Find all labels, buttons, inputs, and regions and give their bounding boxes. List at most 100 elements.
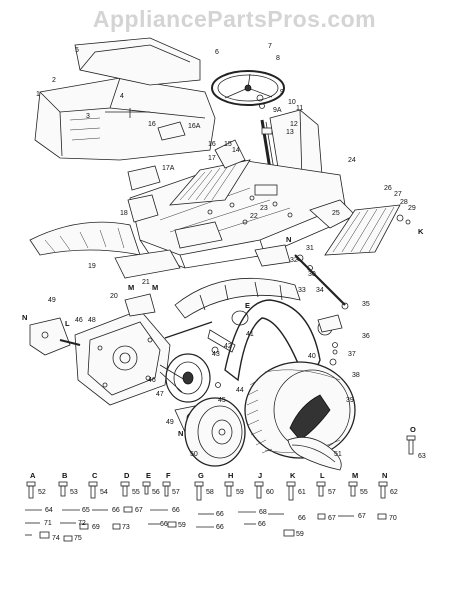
hw-letter-a: A <box>30 471 36 480</box>
hw-67: 67 <box>135 507 143 514</box>
hw-75: 75 <box>74 535 82 542</box>
hw-66: 66 <box>112 507 120 514</box>
hw-number-58: 58 <box>206 489 214 496</box>
hw-66-c: 66 <box>216 511 224 518</box>
label-9: 9 <box>280 89 284 96</box>
label-31: 31 <box>306 245 314 252</box>
hw-59-b: 59 <box>296 531 304 538</box>
label-16: 16 <box>148 121 156 128</box>
label-n: N <box>22 313 27 322</box>
label-l: L <box>65 319 70 328</box>
hw-66-g: 66 <box>258 521 266 528</box>
hw-number-57-b: 57 <box>328 489 336 496</box>
hw-64: 64 <box>45 507 53 514</box>
hw-66-e: 66 <box>216 524 224 531</box>
label-25: 25 <box>332 210 340 217</box>
label-12: 12 <box>290 121 298 128</box>
hw-71: 71 <box>44 520 52 527</box>
label-30: 30 <box>308 271 316 278</box>
seat-bracket <box>114 121 223 279</box>
hw-66-f: 66 <box>160 521 168 528</box>
hw-number-57: 57 <box>172 489 180 496</box>
label-m: M <box>128 283 134 292</box>
hw-number-63: 63 <box>418 453 426 460</box>
hw-letter-j: J <box>258 471 262 480</box>
label-k: K <box>418 227 424 236</box>
hw-74: 74 <box>52 535 60 542</box>
hw-number-60: 60 <box>266 489 274 496</box>
steering-rod <box>294 254 349 310</box>
label-23: 23 <box>260 205 268 212</box>
label-10: 10 <box>288 99 296 106</box>
label-38: 38 <box>352 372 360 379</box>
hw-68: 68 <box>259 509 267 516</box>
hw-letter-h: H <box>228 471 233 480</box>
label-19: 19 <box>88 263 96 270</box>
label-e: E <box>245 301 250 310</box>
hw-letter-g: G <box>198 471 204 480</box>
label-35: 35 <box>362 301 370 308</box>
hw-number-54: 54 <box>100 489 108 496</box>
label-39: 39 <box>346 397 354 404</box>
label-28: 28 <box>400 199 408 206</box>
label-21: 21 <box>142 279 150 286</box>
hw-67-b: 67 <box>328 515 336 522</box>
label-3: 3 <box>86 113 90 120</box>
label-40: 40 <box>308 353 316 360</box>
label-29: 29 <box>408 205 416 212</box>
label-5: 5 <box>75 47 79 54</box>
label-1: 1 <box>36 91 40 98</box>
label-36: 36 <box>362 333 370 340</box>
label-41: 41 <box>246 331 254 338</box>
label-n-b: N <box>286 235 291 244</box>
label-17: 17 <box>208 155 216 162</box>
label-48: 48 <box>88 317 96 324</box>
hw-letter-n: N <box>382 471 387 480</box>
label-37: 37 <box>348 351 356 358</box>
rear-fender <box>174 244 301 319</box>
label-9a: 9A <box>273 107 282 114</box>
hw-number-59: 59 <box>236 489 244 496</box>
hw-letter-b: B <box>62 471 68 480</box>
hw-letter-o: O <box>410 425 416 434</box>
label-2: 2 <box>52 77 56 84</box>
right-footrest <box>324 204 411 256</box>
label-47: 47 <box>156 391 164 398</box>
label-m-b: M <box>152 283 158 292</box>
label-18: 18 <box>120 210 128 217</box>
hw-67-c: 67 <box>358 513 366 520</box>
label-26: 26 <box>384 185 392 192</box>
hw-number-56: 56 <box>152 489 160 496</box>
label-46: 46 <box>148 377 156 384</box>
label-14: 14 <box>232 147 240 154</box>
label-7: 7 <box>268 43 272 50</box>
hw-66-d: 66 <box>298 515 306 522</box>
label-15: 15 <box>224 141 232 148</box>
label-42: 42 <box>224 343 232 350</box>
hw-65: 65 <box>82 507 90 514</box>
label-32: 32 <box>290 257 298 264</box>
watermark: AppliancePartsPros.com <box>92 6 377 32</box>
hw-69: 69 <box>92 524 100 531</box>
hw-letter-l: L <box>320 471 325 480</box>
label-24: 24 <box>348 157 356 164</box>
label-20: 20 <box>110 293 118 300</box>
hw-number-61: 61 <box>298 489 306 496</box>
hw-letter-k: K <box>290 471 296 480</box>
label-11: 11 <box>296 105 303 112</box>
label-45: 45 <box>218 397 226 404</box>
hw-75-part <box>63 535 73 542</box>
label-16-b: 16 <box>208 141 216 148</box>
hw-59: 59 <box>178 522 186 529</box>
label-51: 51 <box>334 451 342 458</box>
label-50: 50 <box>190 451 198 458</box>
part-number-labels: 5 6 7 8 1 4 3 2 9 10 9A 11 12 13 14 15 1… <box>22 43 424 458</box>
hardware-legend: A B C D E F G H J K L M N O <box>25 425 426 542</box>
hw-letter-m: M <box>352 471 358 480</box>
hw-letter-f: F <box>166 471 171 480</box>
hw-number-62: 62 <box>390 489 398 496</box>
hw-number-53: 53 <box>70 489 78 496</box>
label-17a: 17A <box>162 165 175 172</box>
label-44: 44 <box>236 387 244 394</box>
